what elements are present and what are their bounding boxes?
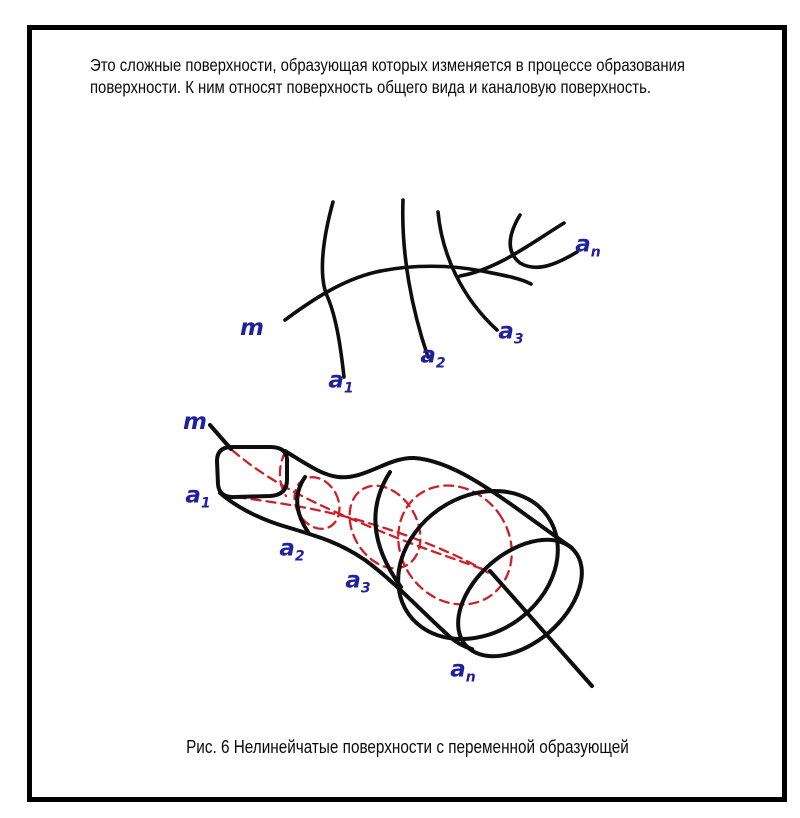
hidden-section-a2 <box>293 476 341 530</box>
label-a1: a1 <box>185 482 211 512</box>
generatrix-curve-a2 <box>400 198 430 359</box>
channel-surface-drawing <box>208 423 594 688</box>
label-a3: a3 <box>498 318 524 348</box>
intro-paragraph: Это сложные поверхности, образующая кото… <box>90 55 685 97</box>
caption-row: Рис. 6 Нелинейчатые поверхности с переме… <box>32 737 782 758</box>
figure-generatrix-family: m a1 a2 a3 an <box>200 180 620 400</box>
label-an: an <box>450 656 476 686</box>
hidden-section-a3 <box>348 484 422 570</box>
figure-caption: Рис. 6 Нелинейчатые поверхности с переме… <box>185 737 629 757</box>
label-a3: a3 <box>345 567 371 597</box>
hidden-longitudinal-curve <box>220 493 494 577</box>
generatrix-curve-a1 <box>320 200 346 379</box>
hidden-directrix-m <box>230 448 492 574</box>
tube-top-silhouette <box>283 449 574 550</box>
figure-channel-surface: m a1 a2 a3 an <box>160 395 620 705</box>
label-m: m <box>240 315 264 341</box>
hidden-section-a1 <box>278 450 288 498</box>
directrix-curve-m <box>283 264 533 322</box>
crease-a3 <box>373 470 403 589</box>
end-cap-left <box>215 445 289 500</box>
label-m: m <box>183 409 207 435</box>
label-a2: a2 <box>279 535 305 565</box>
generatrix-family-drawing <box>283 198 579 379</box>
widest-section-ellipse <box>396 488 560 642</box>
label-a1: a1 <box>328 367 354 397</box>
generatrix-curve-a3 <box>436 210 499 332</box>
label-a2: a2 <box>420 342 446 372</box>
end-cap-right-ellipse <box>456 537 584 659</box>
directrix-exit-segment <box>488 569 594 688</box>
hidden-section-an <box>397 484 513 606</box>
border-frame: Это сложные поверхности, образующая кото… <box>27 25 787 802</box>
label-an: an <box>575 231 601 261</box>
directrix-entry-segment <box>208 423 233 451</box>
generatrix-curve-hook <box>508 213 579 270</box>
crease-a2 <box>295 475 310 534</box>
